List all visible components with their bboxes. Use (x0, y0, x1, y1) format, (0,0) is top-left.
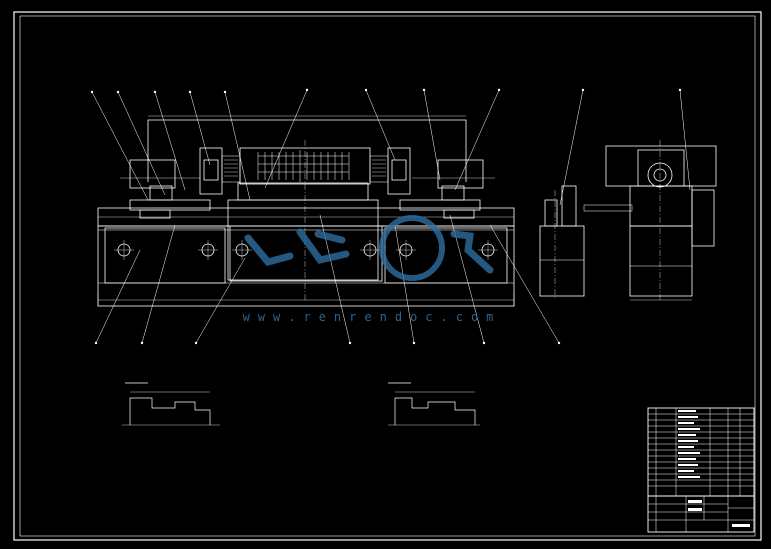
sheet-border (13, 11, 762, 541)
watermark-logo (244, 215, 494, 281)
detail-view-right (388, 382, 480, 426)
side-view-gearbox (605, 140, 717, 301)
leader-lines (91, 89, 691, 344)
detail-view-left (122, 382, 220, 426)
side-view-small (539, 185, 633, 300)
watermark-text: www.renrendoc.com (243, 310, 502, 324)
title-block-text-marks (678, 410, 750, 527)
leader-points (90, 88, 682, 345)
title-block (647, 407, 755, 533)
